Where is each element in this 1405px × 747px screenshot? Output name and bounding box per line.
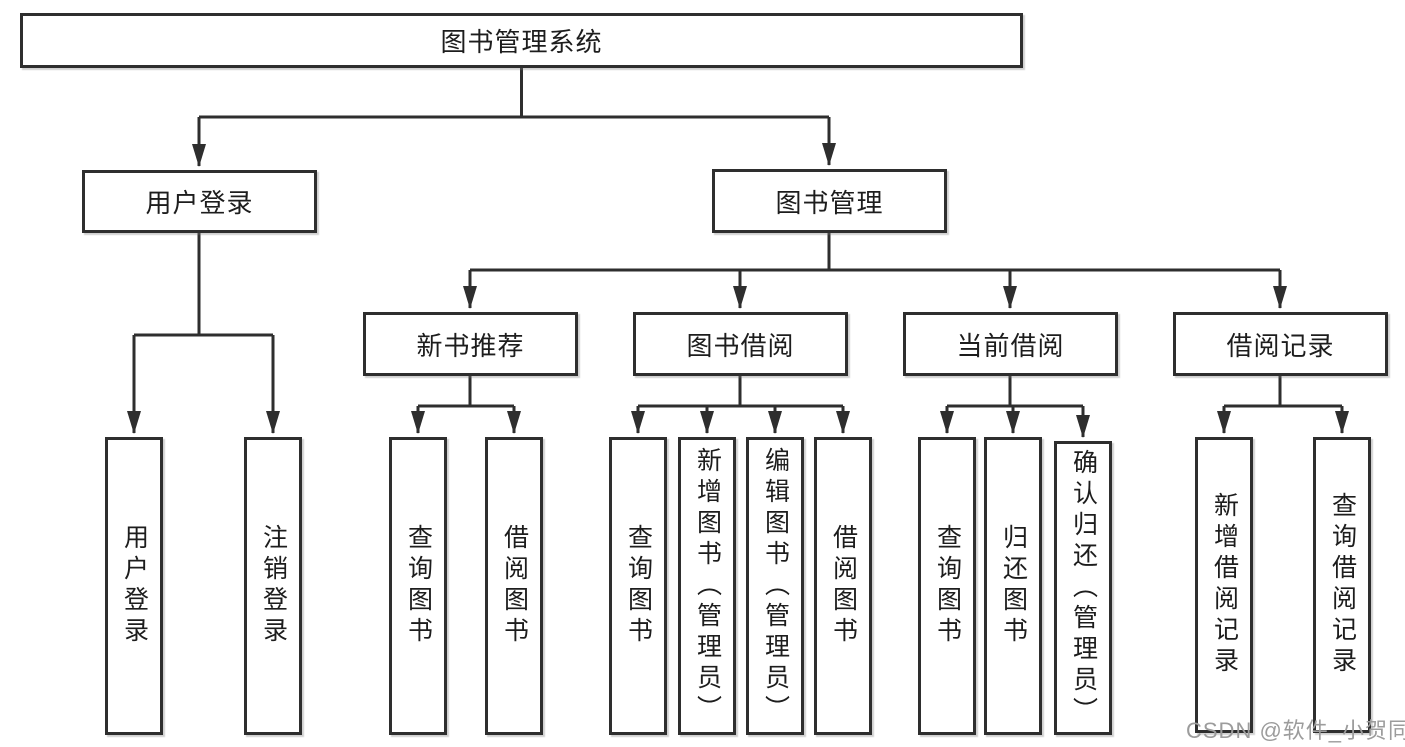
leaf-logout-login: 注销登录 bbox=[244, 437, 302, 735]
node-borrowing-records: 借阅记录 bbox=[1173, 312, 1388, 376]
leaf-query-books-borrowing: 查询图书 bbox=[609, 437, 667, 735]
leaf-edit-books-admin: 编辑图书（管理员） bbox=[746, 437, 804, 735]
node-library-management-system: 图书管理系统 bbox=[20, 13, 1023, 68]
watermark: CSDN @软件_小贺同学 bbox=[1186, 718, 1405, 743]
node-book-borrowing: 图书借阅 bbox=[633, 312, 848, 376]
node-user-login: 用户登录 bbox=[82, 170, 317, 233]
leaf-borrow-books-borrowing: 借阅图书 bbox=[814, 437, 872, 735]
leaf-query-books-recommend: 查询图书 bbox=[389, 437, 447, 735]
leaf-query-books-current: 查询图书 bbox=[918, 437, 976, 735]
node-new-book-recommendation: 新书推荐 bbox=[363, 312, 578, 376]
leaf-return-books: 归还图书 bbox=[984, 437, 1042, 735]
leaf-confirm-return-admin: 确认归还（管理员） bbox=[1054, 441, 1112, 735]
node-book-management: 图书管理 bbox=[712, 169, 947, 233]
leaf-user-login: 用户登录 bbox=[105, 437, 163, 735]
leaf-add-borrow-record: 新增借阅记录 bbox=[1195, 437, 1253, 733]
leaf-query-borrow-record: 查询借阅记录 bbox=[1313, 437, 1371, 733]
leaf-borrow-books-recommend: 借阅图书 bbox=[485, 437, 543, 735]
leaf-add-books-admin: 新增图书（管理员） bbox=[678, 437, 736, 735]
node-current-borrowing: 当前借阅 bbox=[903, 312, 1118, 376]
